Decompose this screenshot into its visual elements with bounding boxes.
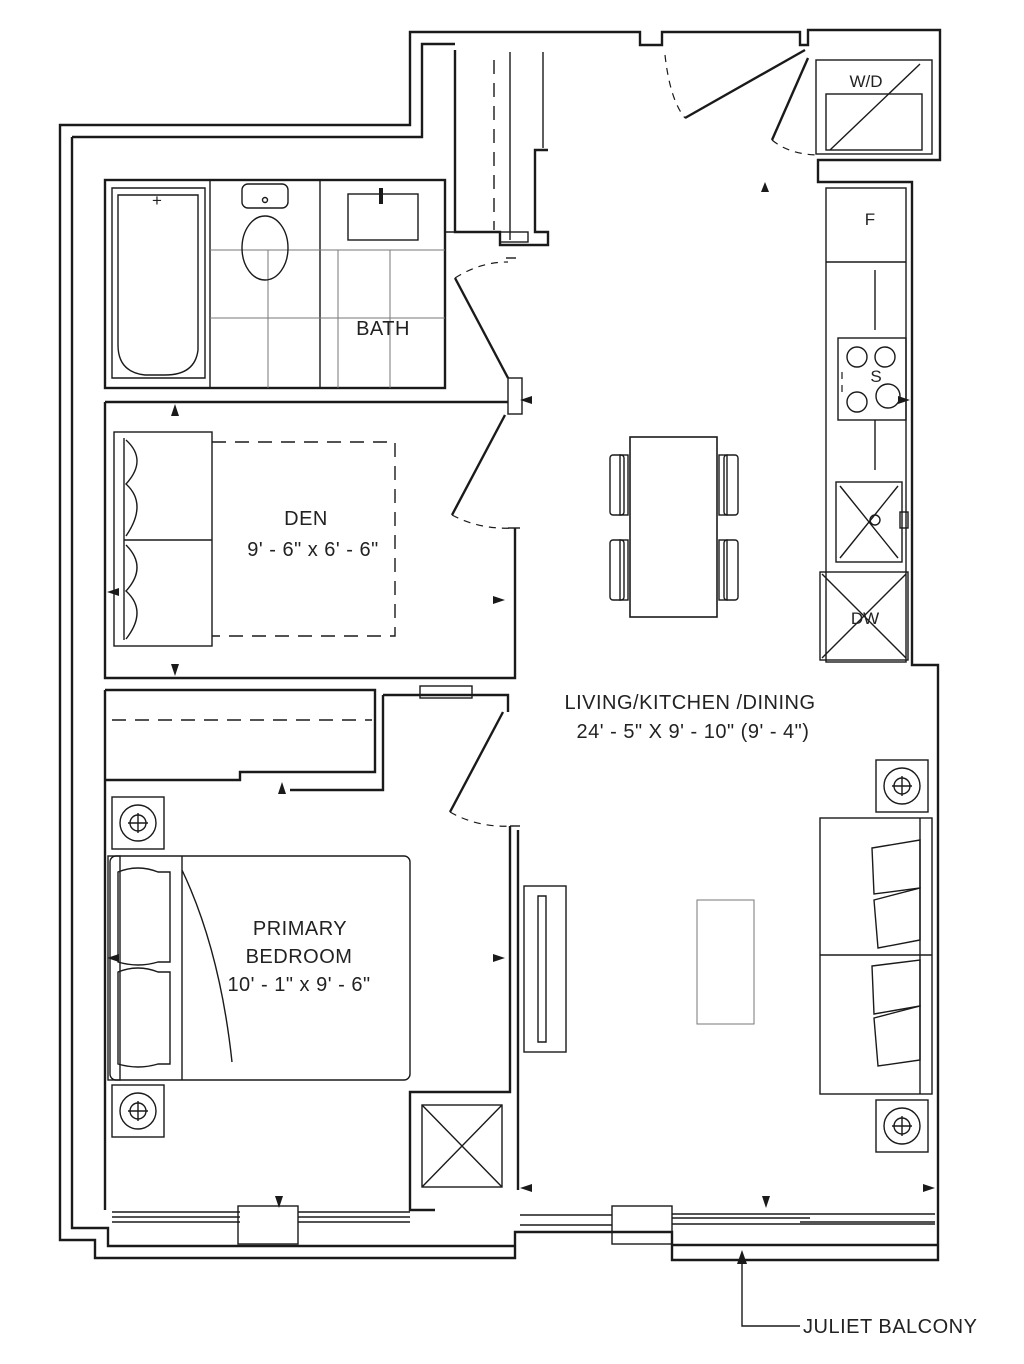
doors bbox=[448, 48, 821, 827]
room-label-bedroom-line2: BEDROOM bbox=[246, 946, 353, 968]
appliance-label-fridge: F bbox=[865, 210, 875, 229]
windows bbox=[112, 1205, 938, 1247]
exterior-walls bbox=[58, 28, 942, 1262]
bath-fixtures: + bbox=[111, 179, 445, 389]
room-label-bedroom-line1: PRIMARY bbox=[253, 918, 347, 940]
room-dims-den: 9' - 6" x 6' - 6" bbox=[247, 539, 379, 561]
appliance-label-stove: S bbox=[870, 367, 881, 386]
room-label-bath: BATH bbox=[356, 318, 410, 340]
kitchen bbox=[815, 59, 933, 663]
svg-text:+: + bbox=[152, 191, 162, 210]
appliance-label-dishwasher: DW bbox=[851, 609, 879, 628]
living-furniture bbox=[523, 759, 933, 1153]
room-dims-bedroom: 10' - 1" x 9' - 6" bbox=[227, 974, 370, 996]
balcony-leader-line bbox=[741, 1262, 800, 1327]
room-dims-living: 24' - 5" X 9' - 10" (9' - 4") bbox=[577, 721, 810, 743]
appliance-label-washer-dryer: W/D bbox=[849, 72, 882, 91]
callout-juliet-balcony: JULIET BALCONY bbox=[803, 1316, 977, 1338]
interior-walls bbox=[103, 50, 550, 1212]
outlet-markers bbox=[107, 182, 935, 1264]
room-label-den: DEN bbox=[284, 508, 328, 530]
bedroom-furniture bbox=[107, 719, 503, 1188]
den-furniture bbox=[113, 431, 396, 647]
dining-table bbox=[609, 436, 739, 618]
room-label-living: LIVING/KITCHEN /DINING bbox=[564, 692, 815, 714]
